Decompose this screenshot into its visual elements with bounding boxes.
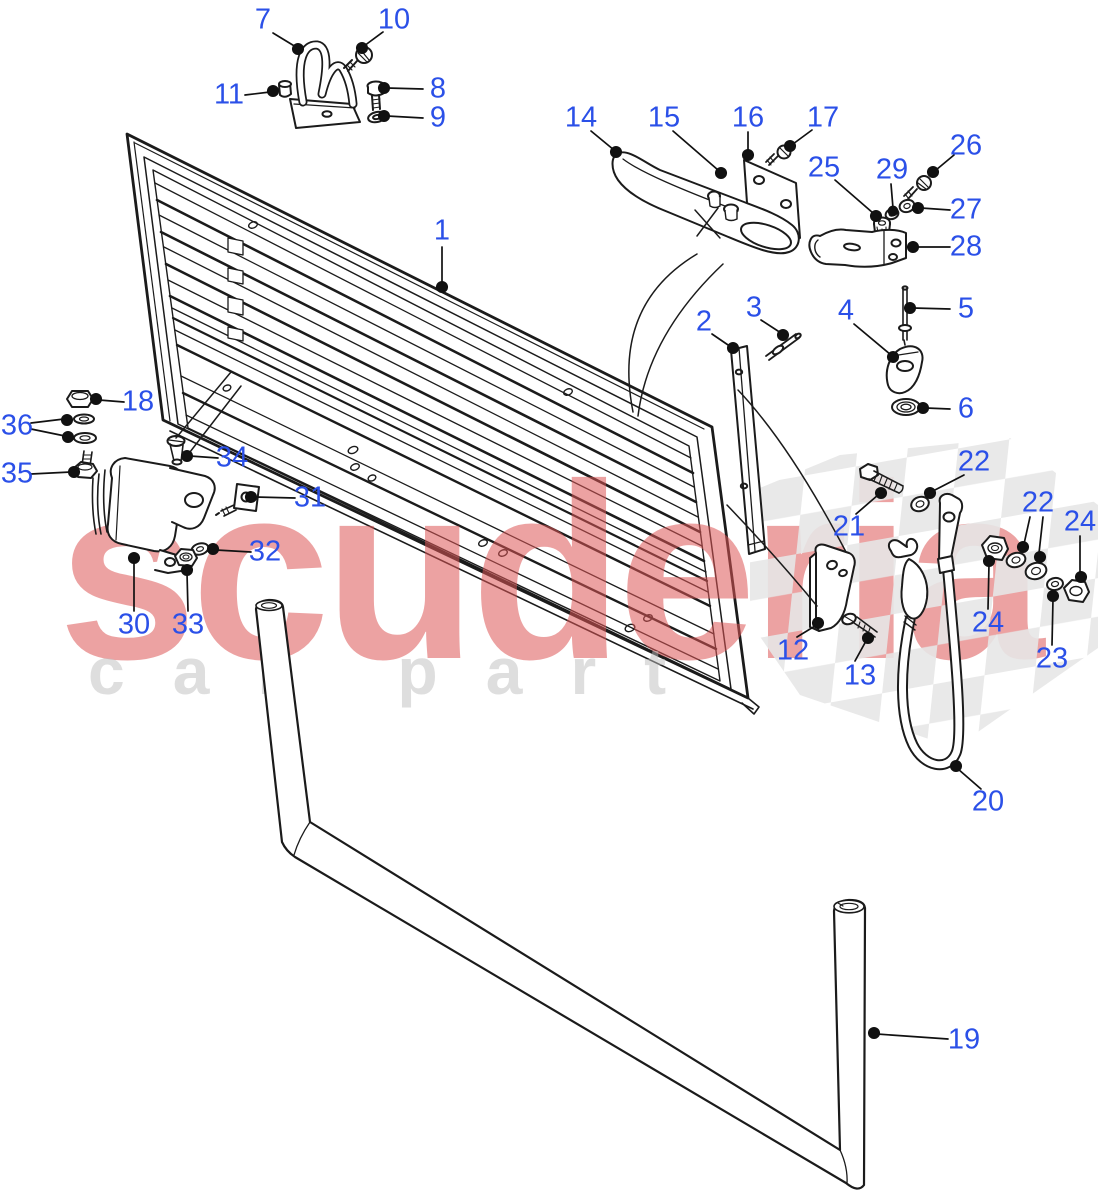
- washers-22b: [1005, 551, 1048, 581]
- association-lines: [175, 253, 847, 607]
- callout-leaders: [30, 31, 1088, 1040]
- nut-24b: [1063, 579, 1090, 603]
- watermark: scuderia car part: [58, 432, 1098, 748]
- washers-36: [73, 413, 97, 444]
- bolt-35: [73, 450, 98, 479]
- washer-27: [898, 198, 916, 214]
- bolt-21: [859, 463, 904, 494]
- support-bar: [254, 598, 867, 1190]
- nut-33: [174, 548, 198, 567]
- bracket-12: [809, 543, 856, 632]
- tailgate-panel: [125, 132, 760, 715]
- screw-26: [903, 175, 932, 200]
- watermark-tagline-text: car part: [88, 634, 714, 708]
- nut-24a: [981, 535, 1009, 561]
- screw-34: [166, 435, 186, 466]
- check-cable: [887, 493, 965, 771]
- nut-18: [66, 390, 94, 408]
- grommet-6: [891, 398, 921, 416]
- bracket-28: [808, 228, 907, 268]
- latch-arm: [611, 151, 800, 255]
- washer-22a: [910, 495, 930, 513]
- pin-3: [765, 332, 802, 361]
- hasp-bracket: [289, 40, 361, 129]
- side-rail: [730, 345, 766, 555]
- spacer-bush: [278, 80, 292, 98]
- washer-23: [1046, 576, 1064, 592]
- pin-5: [898, 285, 912, 346]
- hinge-30: [91, 457, 216, 574]
